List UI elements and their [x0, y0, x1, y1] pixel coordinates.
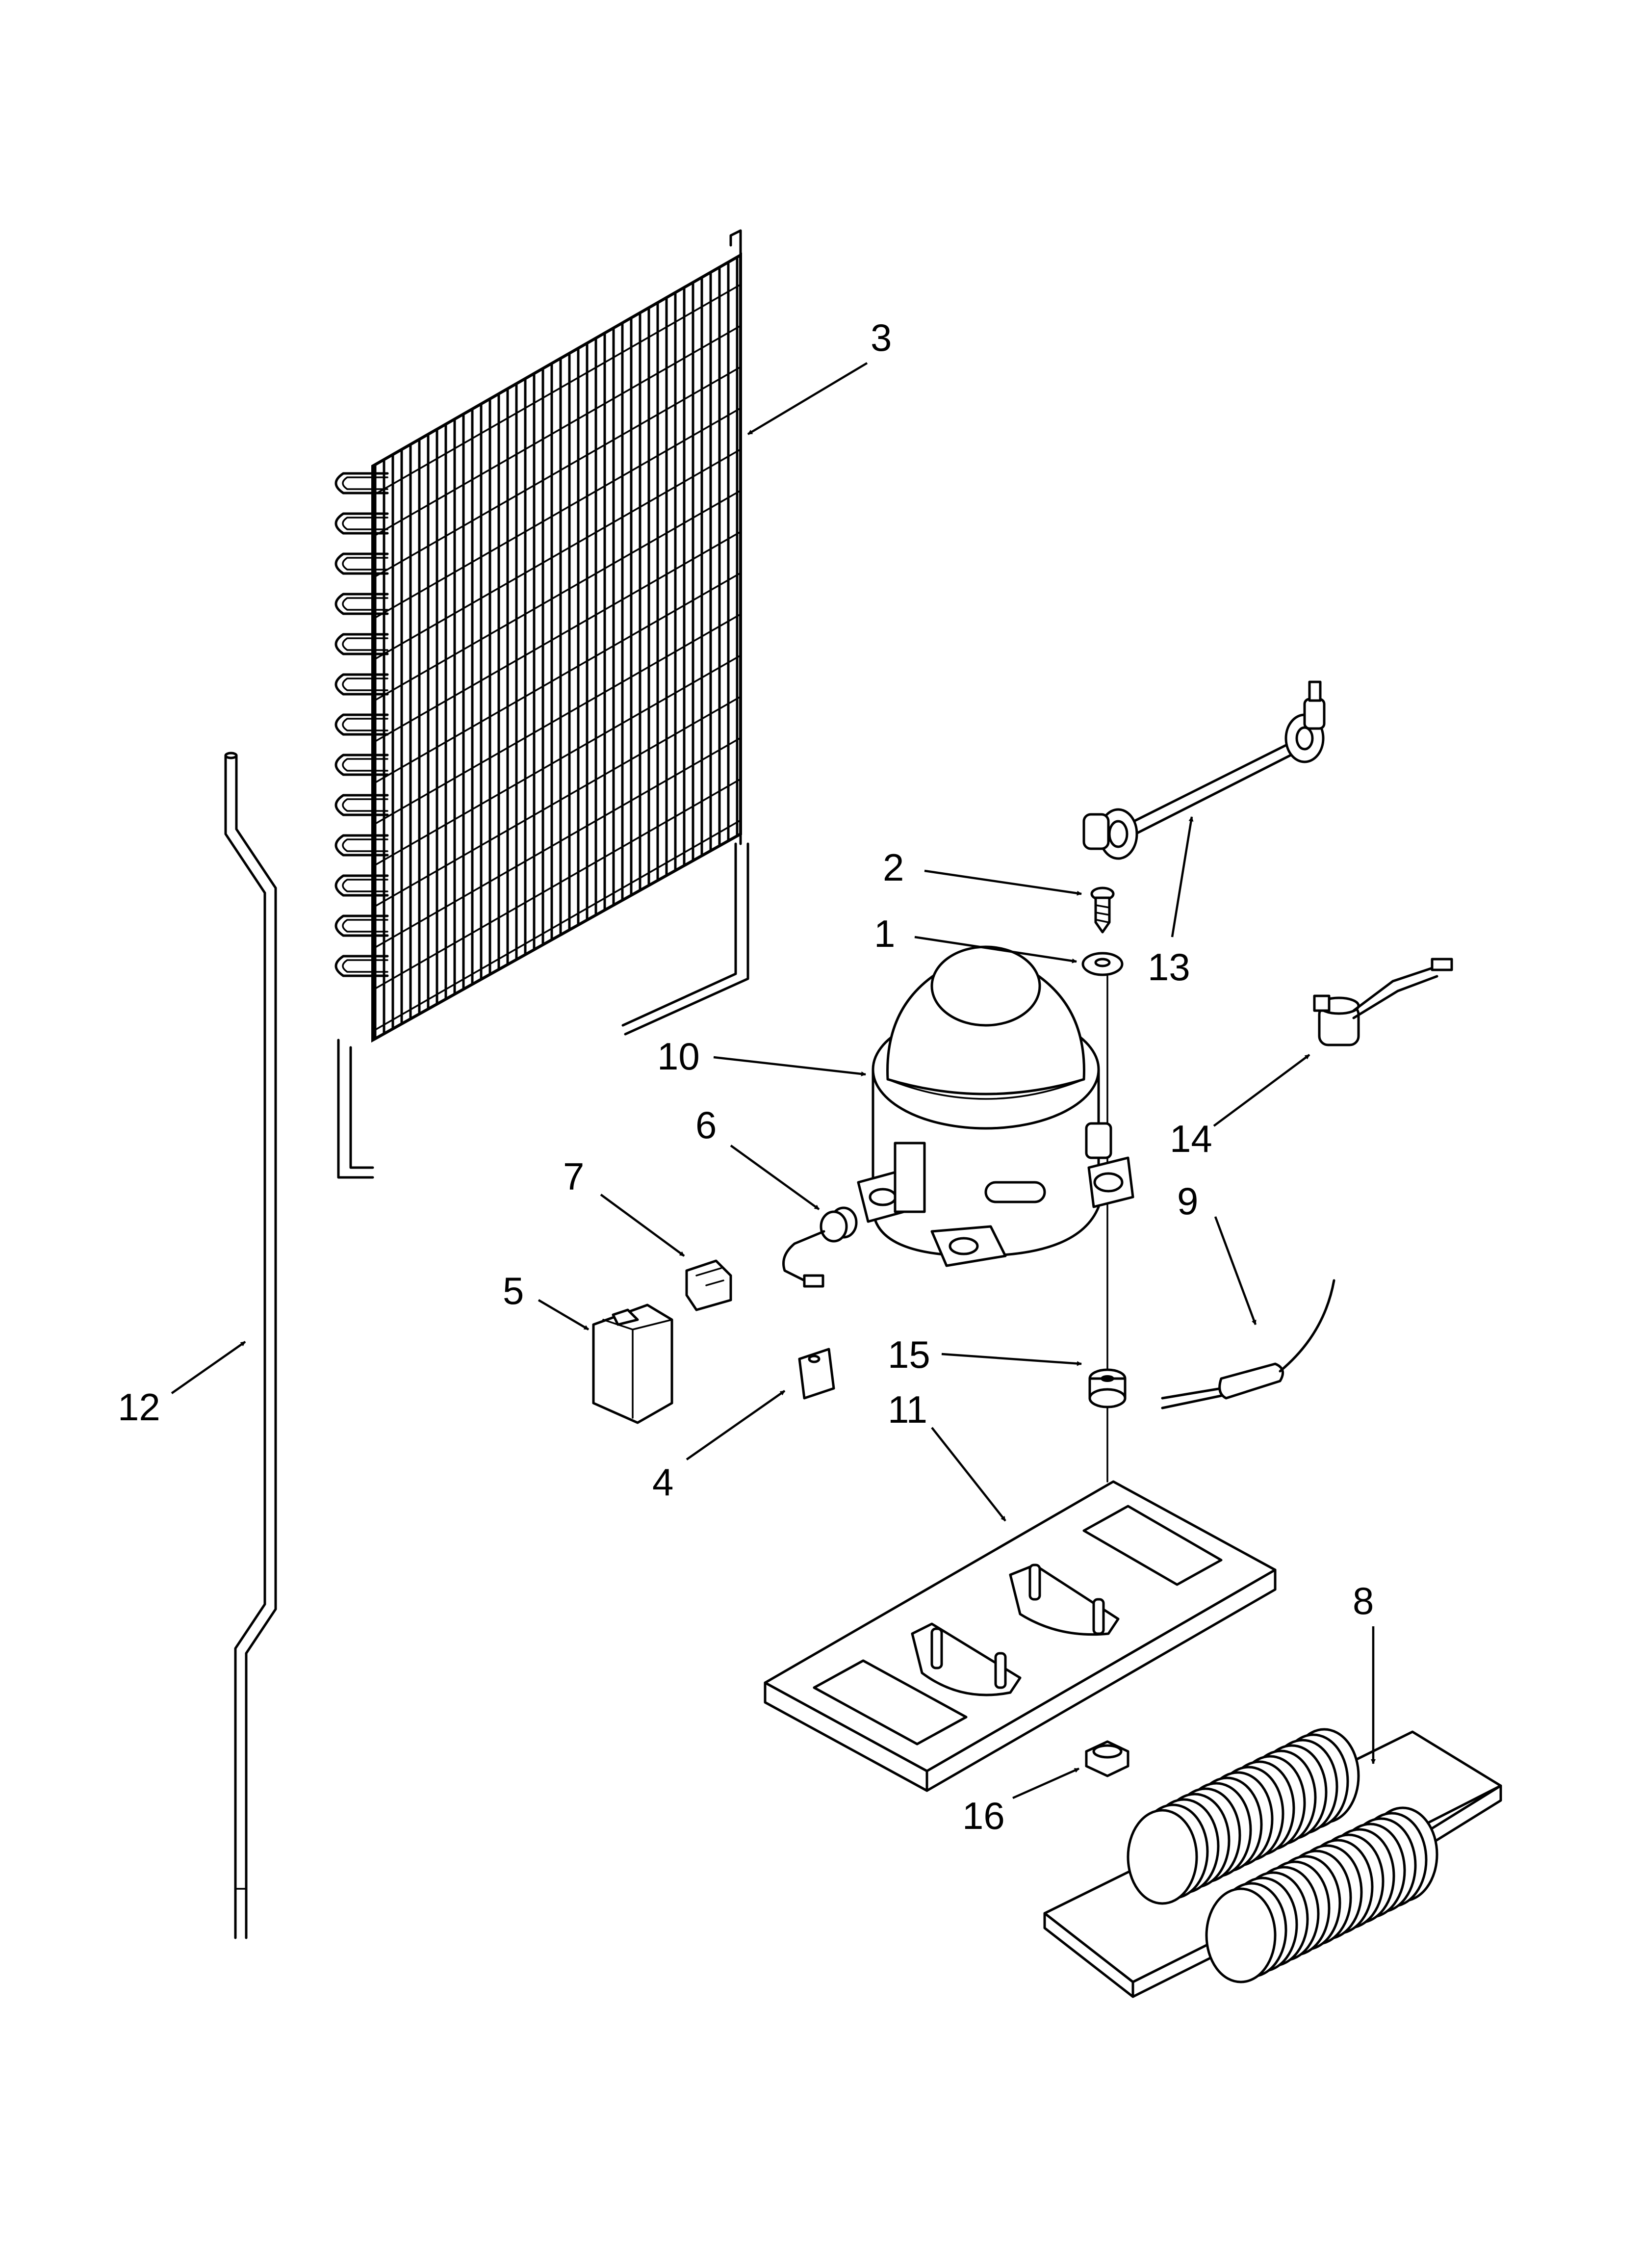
callout-labels: 3 2 1 13 10 6 14 7 9 5 15 12 11 4 8 16 — [118, 316, 1374, 1837]
callout-8: 8 — [1353, 1579, 1374, 1622]
leader-10 — [713, 1056, 866, 1076]
relay-part-7 — [685, 1259, 732, 1311]
condenser-end-loop — [334, 593, 389, 615]
callout-5: 5 — [503, 1269, 524, 1312]
callout-11: 11 — [888, 1388, 927, 1431]
condenser-end-loop-inner — [342, 959, 388, 973]
compressor-part-10 — [857, 945, 1134, 1267]
callout-13: 13 — [1148, 945, 1190, 989]
leader-12 — [171, 1341, 246, 1394]
condenser-end-loop — [334, 754, 389, 776]
condenser-tube-row — [372, 819, 742, 1032]
leader-15 — [941, 1353, 1082, 1366]
condenser-end-loop — [334, 874, 389, 897]
condenser-end-loop — [334, 834, 389, 857]
condenser-tube-row — [372, 778, 742, 991]
leader-1 — [914, 936, 1077, 964]
condenser-end-loop — [334, 713, 389, 736]
leader-2 — [924, 869, 1082, 896]
condenser-end-loop-inner — [342, 758, 388, 772]
callout-6: 6 — [695, 1103, 717, 1147]
condenser-end-loop-inner — [342, 476, 388, 490]
condenser-end-loop-inner — [342, 919, 388, 933]
leader-14 — [1213, 1054, 1310, 1127]
condenser-tube-row — [372, 366, 742, 579]
condenser-tube-row — [372, 490, 742, 703]
screw-part-2 — [1090, 886, 1115, 934]
capacitor-part-4 — [798, 1348, 835, 1400]
callout-10: 10 — [657, 1035, 700, 1078]
condenser-end-loop-inner — [342, 637, 388, 651]
leader-13 — [1171, 816, 1194, 938]
condenser-tube-row — [372, 654, 742, 867]
callout-7: 7 — [563, 1155, 584, 1198]
callout-15: 15 — [888, 1333, 930, 1376]
leader-9 — [1214, 1216, 1257, 1325]
leader-6 — [730, 1145, 820, 1210]
overload-part-6 — [782, 1206, 858, 1288]
condenser-end-loop-inner — [342, 879, 388, 892]
base-tray-part-11 — [764, 1480, 1277, 1792]
callout-9: 9 — [1177, 1179, 1198, 1223]
leader-11 — [931, 1427, 1006, 1522]
callout-12: 12 — [118, 1385, 160, 1429]
condenser-end-loop — [334, 794, 389, 816]
condenser-end-loop-inner — [342, 798, 388, 812]
valve-part-14 — [1313, 958, 1453, 1046]
condenser-tube-row — [372, 572, 742, 785]
nut-part-16 — [1085, 1740, 1129, 1777]
leader-7 — [600, 1194, 685, 1257]
condenser-tube-row — [372, 448, 742, 661]
coil-loop — [1127, 1809, 1198, 1905]
leader-16 — [1012, 1767, 1079, 1799]
callout-14: 14 — [1170, 1117, 1212, 1160]
condenser-end-loop — [334, 552, 389, 575]
condenser-end-loop-inner — [342, 678, 388, 691]
coil-pan-part-8 — [1043, 1728, 1502, 1998]
callout-4: 4 — [652, 1460, 673, 1504]
drier-part-9 — [1161, 1279, 1335, 1409]
grommet-part-15 — [1088, 1368, 1127, 1408]
condenser-tube-row — [372, 407, 742, 620]
leader-5 — [538, 1299, 590, 1330]
leader-4 — [686, 1390, 786, 1460]
condenser-end-loop-inner — [342, 557, 388, 571]
washer-part-1 — [1081, 952, 1124, 976]
condenser-end-loop — [334, 673, 389, 696]
condenser-tube-row — [372, 696, 742, 909]
cover-part-5 — [592, 1303, 673, 1424]
condenser-end-loop-inner — [342, 517, 388, 530]
condenser-end-loop-inner — [342, 838, 388, 852]
callout-2: 2 — [883, 846, 904, 889]
condenser-tube-row — [372, 613, 742, 826]
callout-16: 16 — [962, 1794, 1005, 1837]
callout-1: 1 — [874, 912, 895, 955]
condenser-end-loop-inner — [342, 718, 388, 731]
leader-3 — [747, 362, 868, 435]
condenser-end-loop — [334, 914, 389, 937]
condenser-tube-row — [372, 284, 742, 496]
condenser-end-loop — [334, 472, 389, 495]
condenser-tube-row — [372, 531, 742, 744]
condenser-end-loop-inner — [342, 597, 388, 611]
coil-loop — [1205, 1887, 1277, 1983]
condenser-tube-row — [372, 737, 742, 950]
leader-arrows — [171, 362, 1376, 1799]
callout-3: 3 — [871, 316, 892, 359]
tube-part-12 — [224, 752, 277, 1939]
condenser-tube-row — [372, 325, 742, 538]
fitting-tube-part-13 — [1082, 680, 1326, 860]
condenser-part-3 — [334, 229, 749, 1179]
condenser-end-loop — [334, 512, 389, 535]
condenser-end-loop — [334, 633, 389, 655]
condenser-end-loop — [334, 955, 389, 977]
